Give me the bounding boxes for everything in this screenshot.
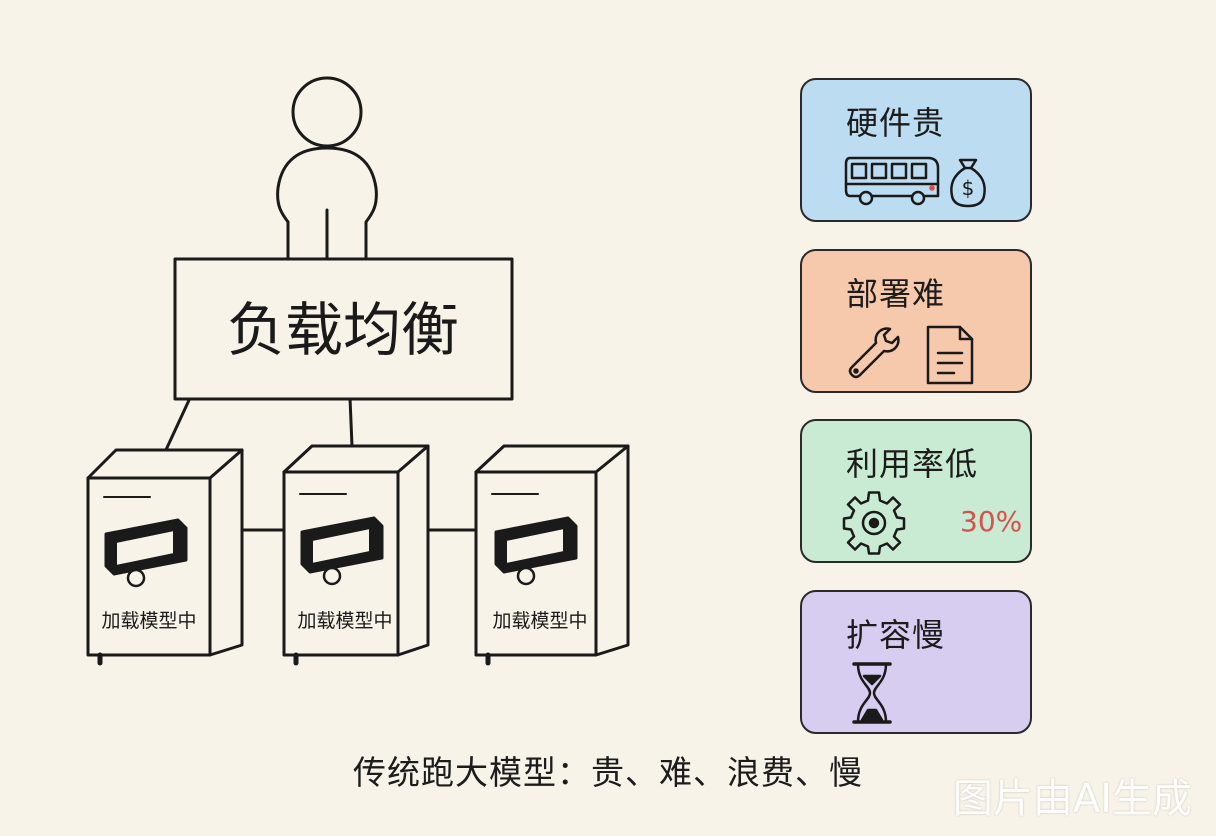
gpu-card-icon	[104, 518, 188, 588]
server-unit: 加载模型中	[282, 444, 430, 666]
deployment-difficulty-card: 部署难	[800, 249, 1032, 393]
hardware-cost-card: 硬件贵 $	[800, 78, 1032, 222]
card-title: 利用率低	[846, 445, 979, 483]
connection-lines	[163, 396, 480, 532]
card-title: 硬件贵	[846, 104, 946, 142]
card-title: 部署难	[846, 275, 946, 313]
gear-icon	[842, 491, 906, 555]
card-icons: 30%	[842, 491, 1022, 555]
server-label: 加载模型中	[101, 610, 196, 632]
server-label: 加载模型中	[297, 610, 392, 632]
slow-scaling-card: 扩容慢	[800, 590, 1032, 734]
server-unit: 加载模型中	[86, 448, 244, 666]
ai-generated-watermark: 图片由AI生成	[952, 776, 1192, 822]
load-balancer-box	[173, 257, 514, 401]
server-unit: 加载模型中	[474, 444, 630, 666]
gpu-card-icon	[494, 516, 578, 586]
utilization-value: 30%	[960, 505, 1023, 538]
bus-icon	[844, 156, 940, 206]
load-balancer-label: 负载均衡	[227, 296, 459, 364]
hourglass-icon	[852, 662, 892, 724]
document-icon	[926, 325, 974, 385]
low-utilization-card: 利用率低 30%	[800, 419, 1032, 563]
money-bag-icon: $	[950, 158, 986, 208]
summary-caption: 传统跑大模型：贵、难、浪费、慢	[353, 753, 863, 792]
wrench-icon	[848, 327, 900, 379]
user-person-icon	[276, 76, 378, 260]
gpu-card-icon	[300, 516, 384, 586]
svg-text:$: $	[962, 176, 975, 200]
server-label: 加载模型中	[492, 610, 587, 632]
card-title: 扩容慢	[846, 616, 946, 654]
